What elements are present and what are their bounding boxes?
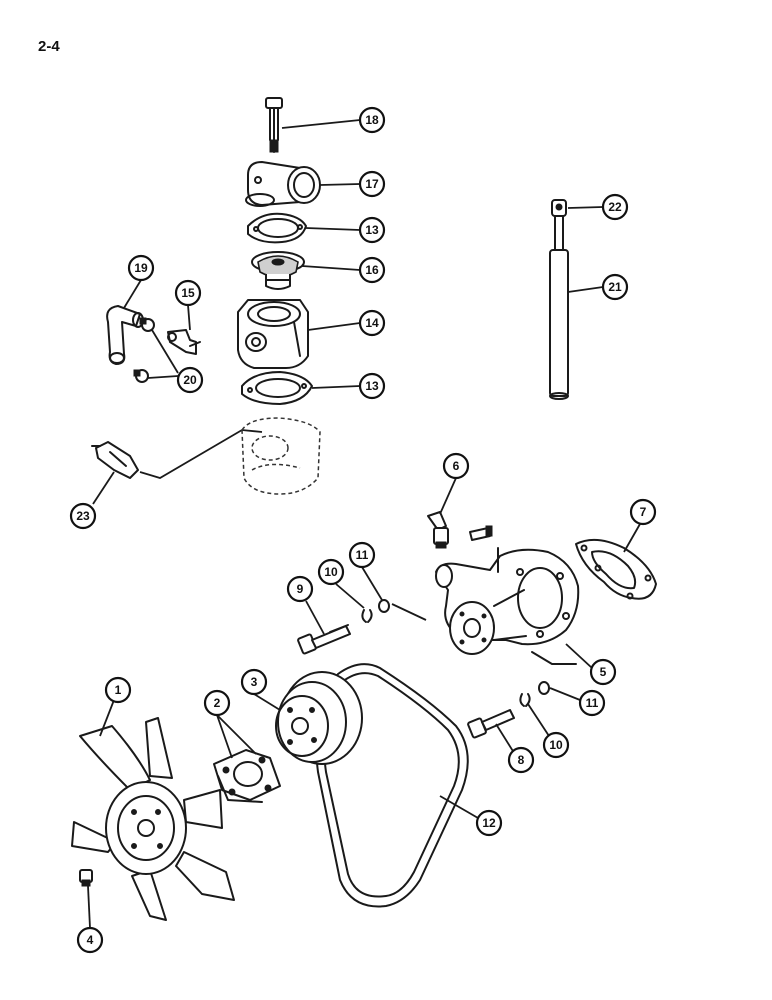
callout-14: 14: [358, 309, 386, 337]
callout-18: 18: [358, 106, 386, 134]
part-10-washer-upper: [361, 609, 373, 623]
callout-22: 22: [601, 193, 629, 221]
part-20-hose-clamps: [133, 317, 155, 383]
callout-8: 8: [507, 746, 535, 774]
callout-2: 2: [203, 689, 231, 717]
callout-12: 12: [475, 809, 503, 837]
svg-text:1: 1: [115, 683, 122, 697]
part-17-thermostat-housing-elbow: [245, 161, 321, 207]
part-11-lock-washer-lower: [538, 681, 550, 695]
svg-text:9: 9: [297, 582, 304, 596]
stud-bolt: [469, 525, 493, 541]
callout-21: 21: [601, 273, 629, 301]
part-14-thermostat-housing: [237, 299, 309, 369]
svg-text:18: 18: [365, 113, 379, 127]
svg-text:10: 10: [324, 565, 338, 579]
part-10-washer-lower: [519, 693, 531, 707]
part-15-elbow-fitting: [167, 329, 201, 355]
part-4-bolt: [79, 869, 93, 887]
svg-text:7: 7: [640, 505, 647, 519]
svg-text:10: 10: [549, 738, 563, 752]
callout-23: 23: [69, 502, 97, 530]
callout-7: 7: [629, 498, 657, 526]
part-13-gasket-lower: [241, 371, 313, 405]
part-9-bolt: [297, 624, 351, 655]
callout-11-lower: 11: [578, 689, 606, 717]
callout-6: 6: [442, 452, 470, 480]
svg-text:16: 16: [365, 263, 379, 277]
callout-13-upper: 13: [358, 216, 386, 244]
callout-5: 5: [589, 658, 617, 686]
part-7-water-pump-gasket: [575, 538, 657, 600]
svg-text:20: 20: [183, 373, 197, 387]
part-19-bypass-hose: [106, 305, 144, 365]
part-18-bolt: [265, 97, 283, 153]
svg-text:3: 3: [251, 675, 258, 689]
part-22-cap: [551, 199, 567, 217]
part-11-lock-washer-upper: [378, 599, 427, 621]
callout-15: 15: [174, 279, 202, 307]
part-8-bolt: [467, 709, 515, 739]
svg-text:21: 21: [608, 280, 622, 294]
part-6-fitting: [427, 511, 449, 549]
part-16-thermostat: [251, 251, 305, 290]
callout-9: 9: [286, 575, 314, 603]
callout-10-upper: 10: [317, 558, 345, 586]
callout-3: 3: [240, 668, 268, 696]
part-23-temperature-sender: [91, 429, 263, 479]
svg-text:15: 15: [181, 286, 195, 300]
part-1-cooling-fan: [71, 717, 235, 921]
part-21-tube: [549, 215, 569, 400]
svg-text:23: 23: [76, 509, 90, 523]
housing-phantom-outline: [241, 417, 321, 495]
svg-text:14: 14: [365, 316, 379, 330]
svg-text:12: 12: [482, 816, 496, 830]
svg-text:13: 13: [365, 379, 379, 393]
svg-text:17: 17: [365, 177, 379, 191]
part-3-pulley: [275, 671, 363, 765]
callout-19: 19: [127, 254, 155, 282]
svg-text:5: 5: [600, 665, 607, 679]
callout-4: 4: [76, 926, 104, 954]
callout-10-lower: 10: [542, 731, 570, 759]
page-number: 2-4: [38, 38, 60, 55]
callout-16: 16: [358, 256, 386, 284]
callout-11-upper: 11: [348, 541, 376, 569]
part-13-gasket-upper: [247, 212, 307, 244]
part-5-water-pump: [435, 547, 580, 665]
svg-text:22: 22: [608, 200, 622, 214]
callout-1: 1: [104, 676, 132, 704]
svg-text:6: 6: [453, 459, 460, 473]
callout-13-lower: 13: [358, 372, 386, 400]
svg-text:13: 13: [365, 223, 379, 237]
leader-lines: [87, 119, 641, 929]
svg-text:4: 4: [87, 933, 94, 947]
svg-text:8: 8: [518, 753, 525, 767]
svg-text:11: 11: [586, 696, 599, 710]
svg-text:2: 2: [214, 696, 221, 710]
svg-text:19: 19: [134, 261, 148, 275]
svg-text:11: 11: [356, 548, 369, 562]
callout-17: 17: [358, 170, 386, 198]
part-2-fan-spacer: [213, 749, 281, 803]
callout-20: 20: [176, 366, 204, 394]
